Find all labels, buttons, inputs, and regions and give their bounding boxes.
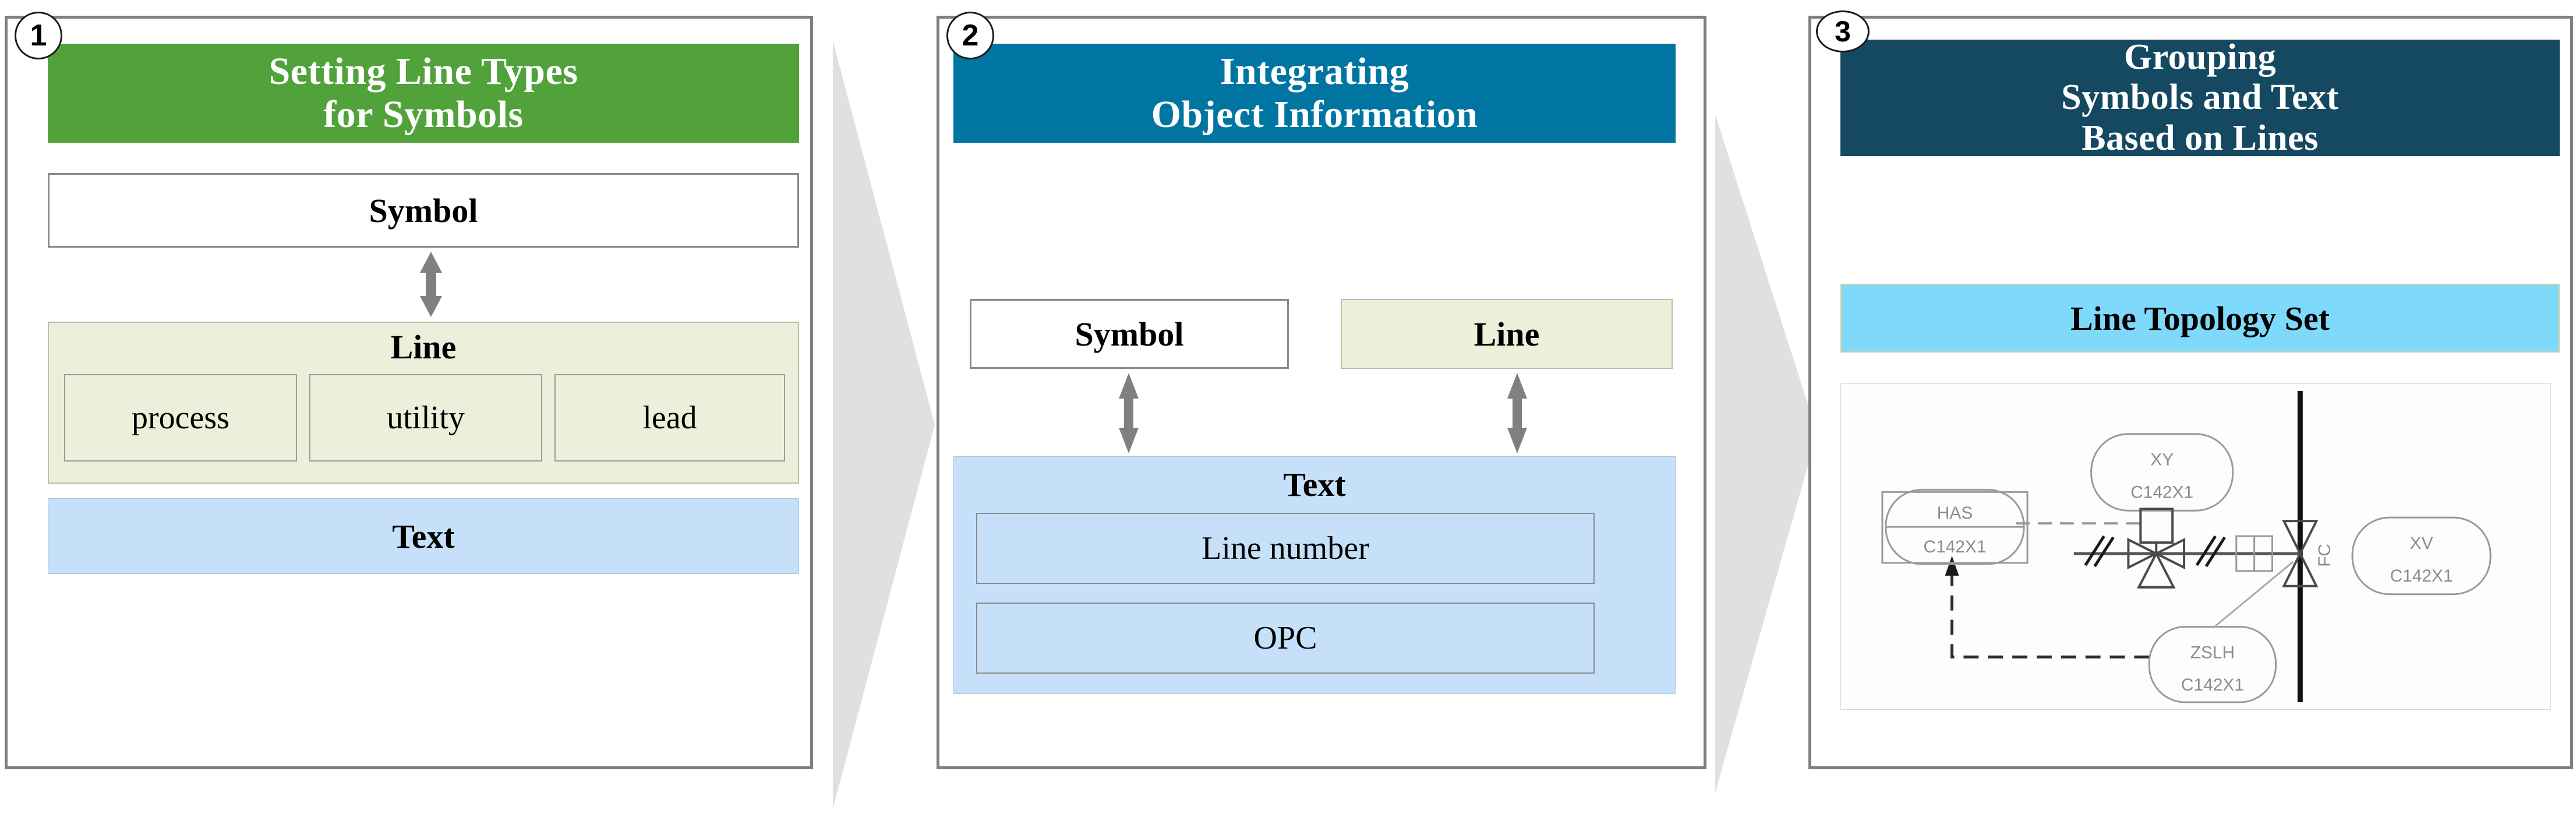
pid-signal-line-zslh	[1950, 569, 2150, 658]
pid-group-box-has	[1881, 491, 2029, 564]
step-2-text-group: Text Line number OPC	[953, 456, 1676, 694]
line-topology-set-box: Line Topology Set	[1840, 284, 2560, 353]
step-number-badge-2: 2	[946, 12, 994, 59]
tag-zslh-bubble	[2148, 626, 2277, 703]
text-item-opc: OPC	[976, 603, 1595, 674]
tag-xv-bottom: C142X1	[2390, 566, 2453, 586]
step-2-header: Integrating Object Information	[953, 44, 1676, 143]
tag-has-bottom: C142X1	[1923, 537, 1986, 557]
step-1-text-box: Text	[48, 498, 799, 574]
line-text-double-arrow-icon	[1507, 373, 1527, 453]
text-item-line-number: Line number	[976, 513, 1595, 584]
step-1-header: Setting Line Types for Symbols	[48, 44, 799, 143]
pid-leader-line-zslh	[2212, 561, 2294, 629]
step-2-line-box: Line	[1341, 299, 1673, 369]
pid-control-valve-left	[2127, 537, 2159, 570]
line-type-process: process	[64, 374, 297, 462]
tag-has-top: HAS	[1937, 503, 1973, 523]
step-number-badge-3: 3	[1816, 10, 1870, 52]
step-number-badge-1: 1	[15, 12, 62, 59]
pid-control-valve-right	[2153, 537, 2186, 570]
tag-xy-bubble	[2090, 433, 2234, 512]
line-type-utility: utility	[309, 374, 542, 462]
pid-break-mark-left	[2084, 535, 2115, 568]
tag-xv-bubble	[2351, 516, 2492, 596]
pid-diagram: HAS C142X1 XY C142X1 ZSLH C142X1 XV C142…	[1881, 390, 2492, 703]
step-2-symbol-box: Symbol	[970, 299, 1289, 369]
pid-diagram-frame: HAS C142X1 XY C142X1 ZSLH C142X1 XV C142…	[1840, 383, 2551, 710]
tag-zslh-bottom: C142X1	[2181, 675, 2244, 695]
symbol-line-double-arrow-icon	[420, 252, 442, 317]
tag-xy-bottom: C142X1	[2130, 483, 2193, 502]
symbol-text-double-arrow-icon	[1119, 373, 1139, 453]
pid-shutoff-valve-bottom	[2282, 551, 2319, 587]
pid-break-mark-right	[2195, 535, 2226, 568]
pid-actuator-box	[2139, 508, 2174, 544]
line-type-lead: lead	[554, 374, 785, 462]
pid-valve-failure-mode-label: FC	[2315, 544, 2334, 567]
step-1-symbol-box: Symbol	[48, 173, 799, 248]
step-arrow-2-to-3	[1715, 114, 1817, 793]
pid-arrowhead-icon	[1945, 555, 1959, 576]
step-2-text-label: Text	[1283, 465, 1346, 503]
tag-xy-top: XY	[2150, 450, 2174, 470]
pid-shutoff-valve-top	[2282, 520, 2319, 557]
step-arrow-1-to-2	[833, 41, 935, 809]
step-1-line-label: Line	[390, 327, 457, 366]
step-1-line-group: Line process utility lead	[48, 322, 799, 484]
tag-xv-top: XV	[2410, 534, 2433, 553]
tag-zslh-top: ZSLH	[2190, 643, 2235, 662]
step-3-header: Grouping Symbols and Text Based on Lines	[1840, 37, 2560, 158]
